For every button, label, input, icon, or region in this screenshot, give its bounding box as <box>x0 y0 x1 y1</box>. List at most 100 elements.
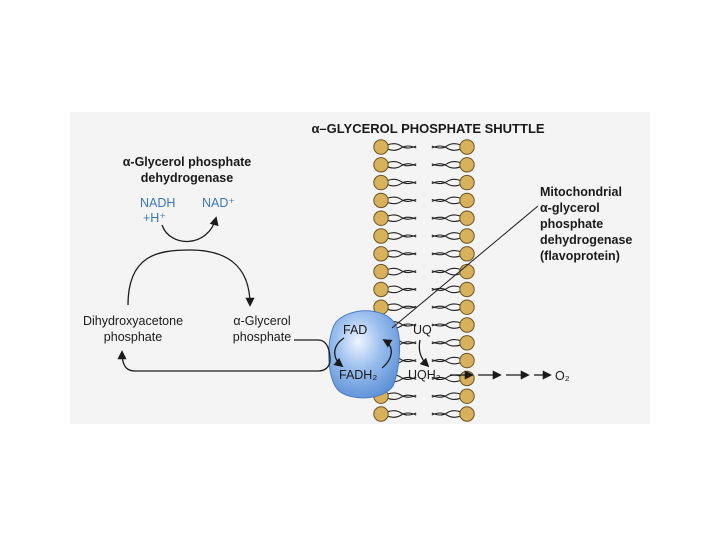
lipid-tail <box>387 249 417 256</box>
lipid-head <box>459 228 475 244</box>
lipid-tail <box>387 163 417 169</box>
mito-enzyme-label-line5: (flavoprotein) <box>540 249 620 263</box>
lipid-tail <box>431 160 461 167</box>
dhap-label-line1: Dihydroxyacetone <box>83 314 183 328</box>
lipid-tail <box>431 196 461 202</box>
mito-enzyme-label-line3: phosphate <box>540 217 603 231</box>
lipid-head <box>459 299 475 315</box>
flavoprotein-shape <box>328 310 401 399</box>
lipid-tail <box>431 287 461 294</box>
lipid-tail <box>431 341 461 347</box>
lipid-tail <box>387 196 417 202</box>
lipid-tail <box>431 323 461 329</box>
lipid-tail <box>431 163 461 169</box>
lipid-tail <box>431 392 461 398</box>
lipid-tail <box>431 412 461 418</box>
lipid-tail <box>431 303 461 309</box>
h-plus-label: +H⁺ <box>143 211 166 225</box>
dhap-label-line2: phosphate <box>104 330 162 344</box>
lipid-tail <box>431 338 461 345</box>
lipid-head <box>459 370 475 387</box>
lipid-tail <box>431 234 461 240</box>
dhap-return-arrow <box>117 339 331 372</box>
uq-label: UQ <box>413 323 432 337</box>
lipid-tail <box>387 198 417 205</box>
lipid-head <box>373 139 389 155</box>
lipid-head <box>459 352 475 369</box>
lipid-tail <box>431 232 461 238</box>
lipid-head <box>373 174 389 191</box>
lipid-tail <box>431 178 461 185</box>
uqh2-label: UQH₂ <box>408 368 441 382</box>
lipid-tail <box>431 267 461 274</box>
lipid-tail <box>431 410 461 416</box>
lipid-head <box>459 406 475 422</box>
lipid-tail <box>387 145 417 151</box>
g3p-label-line1: α-Glycerol <box>233 314 290 328</box>
lipid-tail <box>387 252 417 258</box>
lipid-tail <box>387 287 417 294</box>
lipid-tail <box>387 216 417 223</box>
fadh2-label: FADH₂ <box>339 368 377 382</box>
lipid-head <box>459 246 475 262</box>
lipid-head <box>373 406 389 422</box>
lipid-head <box>459 174 475 191</box>
oxygen-label: O₂ <box>555 369 570 383</box>
lipid-tail <box>387 143 417 149</box>
fadh2-oxidation-arrow <box>381 339 393 369</box>
lipid-head <box>459 263 475 280</box>
lipid-head <box>373 157 389 173</box>
lipid-head <box>459 388 475 404</box>
lipid-head <box>459 335 475 351</box>
g3p-label-line2: phosphate <box>233 330 291 344</box>
lipid-head <box>459 210 475 226</box>
enzyme-leader-line <box>391 205 539 329</box>
lipid-tail <box>431 198 461 205</box>
lipid-tail <box>387 305 417 312</box>
mito-enzyme-label-line1: Mitochondrial <box>540 185 622 199</box>
lipid-tail <box>431 252 461 258</box>
lipid-tail <box>431 181 461 187</box>
lipid-tail <box>387 232 417 238</box>
lipid-head <box>373 281 389 298</box>
lipid-tail <box>387 303 417 309</box>
lipid-tail <box>387 270 417 276</box>
lipid-tail <box>387 285 417 291</box>
lipid-head <box>373 192 389 209</box>
dhap-to-g3p-arrow <box>127 249 255 307</box>
lipid-tail <box>387 234 417 240</box>
lipid-tail <box>387 178 417 185</box>
lipid-tail <box>431 145 461 151</box>
lipid-head <box>373 210 389 226</box>
lipid-head <box>459 192 475 209</box>
lipid-head <box>373 228 389 244</box>
lipid-tail <box>431 359 461 365</box>
lipid-tail <box>387 214 417 220</box>
lipid-head <box>459 317 475 333</box>
fad-reduction-arrow <box>333 337 345 368</box>
lipid-tail <box>431 394 461 401</box>
lipid-tail <box>387 267 417 274</box>
lipid-head <box>459 139 475 155</box>
mito-enzyme-label-line2: α-glycerol <box>540 201 600 215</box>
lipid-tail <box>431 305 461 312</box>
lipid-head <box>459 157 475 173</box>
mito-enzyme-label-line4: dehydrogenase <box>540 233 632 247</box>
nadh-label: NADH <box>140 196 175 210</box>
lipid-tail <box>431 376 461 383</box>
cytosolic-enzyme-label-line2: dehydrogenase <box>141 171 233 185</box>
lipid-tail <box>387 412 417 418</box>
lipid-head <box>373 246 389 262</box>
fad-label: FAD <box>343 323 367 337</box>
diagram-title: α–GLYCEROL PHOSPHATE SHUTTLE <box>311 121 544 136</box>
nadh-to-nad-arrow <box>161 216 219 243</box>
lipid-tail <box>387 394 417 401</box>
nad-plus-label: NAD⁺ <box>202 196 235 210</box>
lipid-tail <box>387 392 417 398</box>
lipid-tail <box>431 143 461 149</box>
lipid-tail <box>431 356 461 363</box>
lipid-tail <box>431 249 461 256</box>
cytosolic-enzyme-label-line1: α-Glycerol phosphate <box>123 155 252 169</box>
lipid-head <box>459 281 475 298</box>
